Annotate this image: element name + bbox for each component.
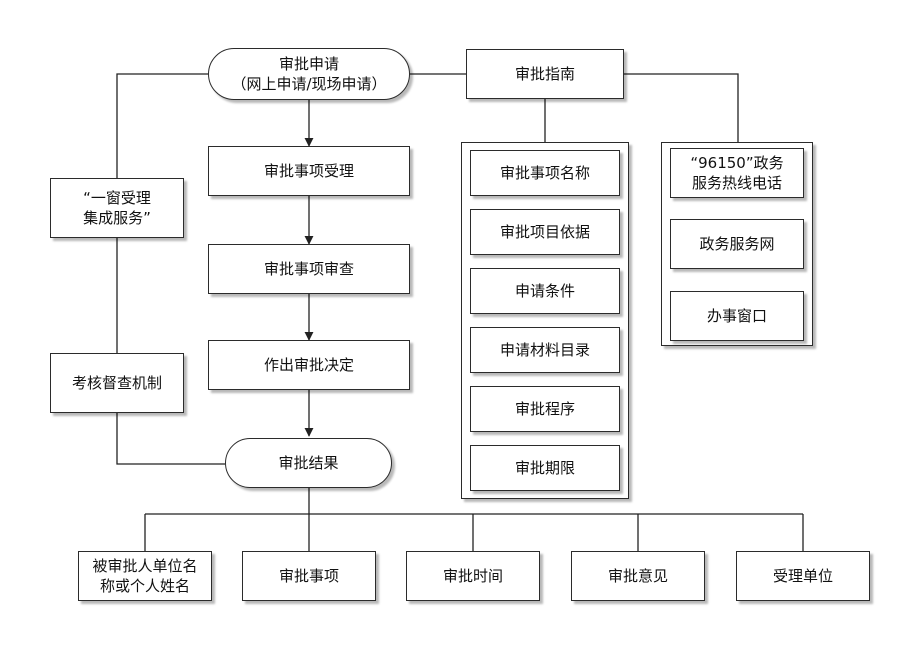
output-label: 审批意见 xyxy=(607,567,668,585)
hotline-label: “96150”政务 xyxy=(690,154,784,172)
review-label: 审批事项审查 xyxy=(263,260,354,278)
apply-sublabel: （网上申请/现场申请） xyxy=(231,75,387,93)
output-label: 被审批人单位名 xyxy=(92,557,198,575)
output-box: 审批时间 xyxy=(406,551,540,601)
service-window-label: 办事窗口 xyxy=(706,307,767,325)
one-window-sublabel: 集成服务” xyxy=(83,209,151,227)
guide-item-label: 审批事项名称 xyxy=(499,164,590,182)
output-box: 审批意见 xyxy=(571,551,705,601)
guide-item-label: 申请材料目录 xyxy=(499,341,590,359)
guide-item: 审批程序 xyxy=(470,386,620,432)
web-portal-label: 政务服务网 xyxy=(699,235,775,253)
decide-label: 作出审批决定 xyxy=(263,356,354,374)
result-label: 审批结果 xyxy=(278,454,339,472)
link-guide-to-channels xyxy=(624,73,739,142)
guide-item-label: 申请条件 xyxy=(514,282,575,300)
output-label: 审批事项 xyxy=(278,567,339,585)
output-sublabel: 称或个人姓名 xyxy=(99,577,190,595)
guide-item-label: 审批程序 xyxy=(514,400,575,418)
guide-item-label: 审批期限 xyxy=(514,459,575,477)
guide-item: 审批项目依据 xyxy=(470,209,620,255)
guide-title: 审批指南 xyxy=(514,65,575,83)
one-window-node: “一窗受理 集成服务” xyxy=(50,178,184,238)
hotline-sublabel: 服务热线电话 xyxy=(691,174,782,192)
supervision-label: 考核督查机制 xyxy=(71,374,162,392)
guide-item: 申请条件 xyxy=(470,268,620,314)
guide-item: 申请材料目录 xyxy=(470,327,620,373)
output-label: 审批时间 xyxy=(442,567,503,585)
link-apply-to-one-window xyxy=(116,73,208,178)
link-supervision-to-result xyxy=(116,413,225,465)
guide-item: 审批事项名称 xyxy=(470,150,620,196)
guide-item: 审批期限 xyxy=(470,445,620,491)
accept-label: 审批事项受理 xyxy=(263,162,354,180)
output-label: 受理单位 xyxy=(772,567,833,585)
output-box: 审批事项 xyxy=(242,551,376,601)
web-portal-node: 政务服务网 xyxy=(670,219,804,269)
accept-node: 审批事项受理 xyxy=(208,146,410,196)
service-window-node: 办事窗口 xyxy=(670,291,804,341)
guide-item-label: 审批项目依据 xyxy=(499,223,590,241)
output-box: 受理单位 xyxy=(736,551,870,601)
decide-node: 作出审批决定 xyxy=(208,340,410,390)
result-node: 审批结果 xyxy=(225,438,392,488)
guide-items-panel xyxy=(461,142,629,499)
output-box: 被审批人单位名 称或个人姓名 xyxy=(78,551,212,601)
apply-node: 审批申请 （网上申请/现场申请） xyxy=(208,48,410,100)
review-node: 审批事项审查 xyxy=(208,244,410,294)
one-window-label: “一窗受理 xyxy=(83,189,151,207)
hotline-node: “96150”政务 服务热线电话 xyxy=(670,148,804,198)
guide-node: 审批指南 xyxy=(466,49,624,99)
apply-label: 审批申请 xyxy=(278,55,339,73)
supervision-node: 考核督查机制 xyxy=(50,353,184,413)
